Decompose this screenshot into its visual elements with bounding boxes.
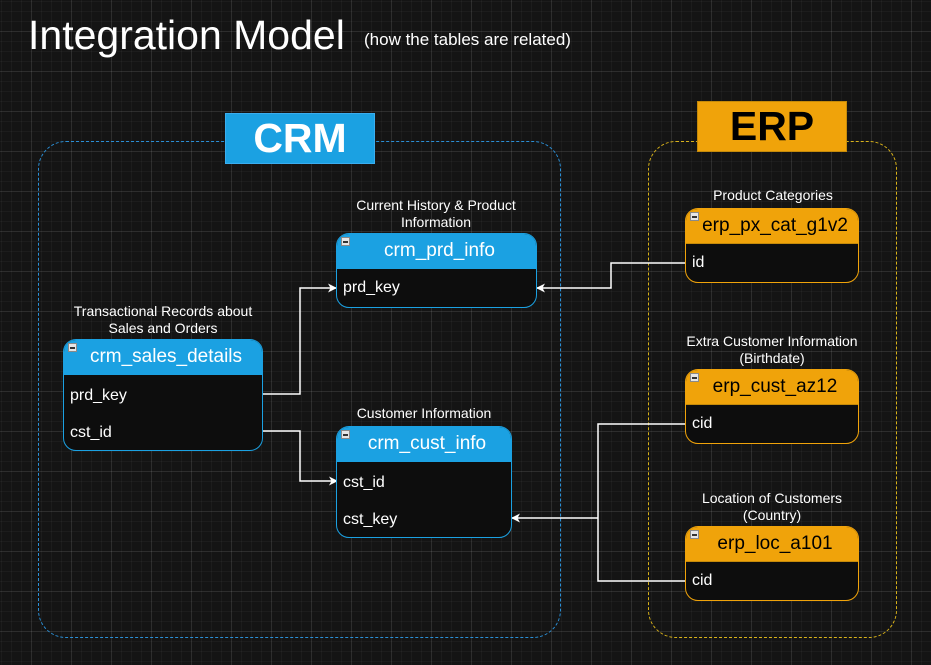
table-field[interactable]: cid	[692, 414, 713, 432]
table-header[interactable]: crm_sales_details	[64, 340, 262, 375]
collapse-icon[interactable]	[341, 237, 350, 246]
sales-caption: Transactional Records about Sales and Or…	[73, 303, 253, 336]
erp-group-label[interactable]: ERP	[697, 101, 847, 152]
collapse-icon[interactable]	[690, 530, 699, 539]
table-erp-cust-az12[interactable]: erp_cust_az12 cid	[685, 369, 859, 444]
table-crm-prd-info[interactable]: crm_prd_info prd_key	[336, 233, 537, 308]
collapse-icon[interactable]	[68, 343, 77, 352]
table-field[interactable]: cst_key	[343, 510, 398, 528]
table-header[interactable]: erp_loc_a101	[686, 527, 858, 562]
table-field[interactable]: prd_key	[343, 278, 400, 296]
table-name: erp_loc_a101	[717, 533, 833, 554]
erp-cust-caption: Extra Customer Information (Birthdate)	[686, 333, 858, 366]
table-name: crm_sales_details	[89, 346, 243, 367]
prd-caption: Current History & Product Information	[356, 197, 516, 230]
table-field[interactable]: cid	[692, 571, 713, 589]
table-field[interactable]: id	[692, 253, 705, 271]
table-header[interactable]: crm_prd_info	[337, 234, 536, 269]
table-crm-sales-details[interactable]: crm_sales_details prd_key cst_id	[63, 339, 263, 451]
crm-group-label[interactable]: CRM	[225, 113, 375, 164]
loc-caption: Location of Customers (Country)	[701, 490, 843, 523]
table-header[interactable]: erp_px_cat_g1v2	[686, 209, 858, 244]
cust-caption: Customer Information	[356, 405, 492, 421]
table-erp-px-cat-g1v2[interactable]: erp_px_cat_g1v2 id	[685, 208, 859, 283]
table-name: crm_prd_info	[384, 240, 495, 261]
table-crm-cust-info[interactable]: crm_cust_info cst_id cst_key	[336, 426, 512, 538]
page-subtitle: (how the tables are related)	[364, 30, 571, 49]
table-name: erp_cust_az12	[712, 376, 838, 397]
table-erp-loc-a101[interactable]: erp_loc_a101 cid	[685, 526, 859, 601]
table-field[interactable]: cst_id	[70, 423, 112, 441]
table-header[interactable]: erp_cust_az12	[686, 370, 858, 405]
table-name: erp_px_cat_g1v2	[702, 215, 848, 236]
collapse-icon[interactable]	[341, 430, 350, 439]
collapse-icon[interactable]	[690, 373, 699, 382]
table-field[interactable]: cst_id	[343, 473, 385, 491]
px-cat-caption: Product Categories	[713, 187, 833, 203]
table-header[interactable]: crm_cust_info	[337, 427, 511, 462]
page-title: Integration Model	[28, 12, 345, 58]
table-name: crm_cust_info	[367, 433, 487, 454]
table-field[interactable]: prd_key	[70, 386, 127, 404]
collapse-icon[interactable]	[690, 212, 699, 221]
